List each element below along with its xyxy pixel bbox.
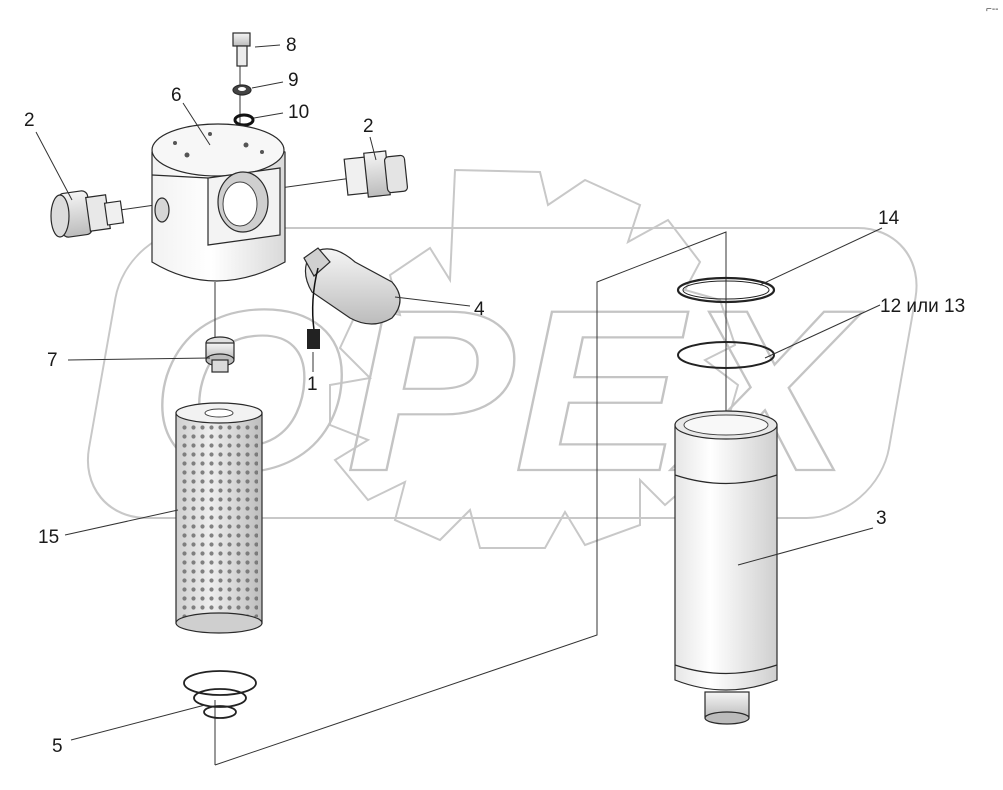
watermark-gear	[329, 168, 740, 549]
callout-labels: 8 9 10 6 2 2 4 1 7 15 5 14 12 или 13 3	[24, 35, 965, 757]
callout-3: 3	[876, 508, 887, 529]
adapter-nipple-part	[205, 336, 235, 373]
callout-2-left: 2	[24, 110, 35, 131]
seal-ring-part	[233, 113, 255, 127]
spring-part	[183, 670, 257, 719]
callout-12-13: 12 или 13	[880, 296, 965, 317]
corner-mark: ⌐--	[986, 4, 999, 15]
o-ring-14-part	[676, 276, 776, 304]
callout-9: 9	[288, 70, 299, 91]
bolt-part	[232, 32, 251, 67]
callout-6: 6	[171, 85, 182, 106]
callout-8: 8	[286, 35, 297, 56]
callout-2-right: 2	[363, 116, 374, 137]
callout-14: 14	[878, 208, 900, 229]
filter-cartridge-part	[175, 402, 263, 634]
watermark-frame	[86, 227, 918, 519]
callout-7: 7	[47, 350, 58, 371]
connector-part	[307, 329, 320, 349]
callout-5: 5	[52, 736, 63, 757]
washer-hole	[238, 87, 246, 91]
callout-10: 10	[288, 102, 309, 123]
ring-12-13-part	[677, 341, 775, 369]
right-fitting-part	[343, 150, 409, 198]
filter-housing	[151, 123, 286, 282]
callout-1: 1	[307, 374, 318, 395]
clog-indicator-part	[303, 247, 401, 349]
left-fitting-part	[50, 190, 125, 238]
callout-15: 15	[38, 527, 59, 548]
filter-bowl-part	[674, 410, 778, 725]
callout-4: 4	[474, 299, 485, 320]
leader-lines	[35, 44, 883, 741]
